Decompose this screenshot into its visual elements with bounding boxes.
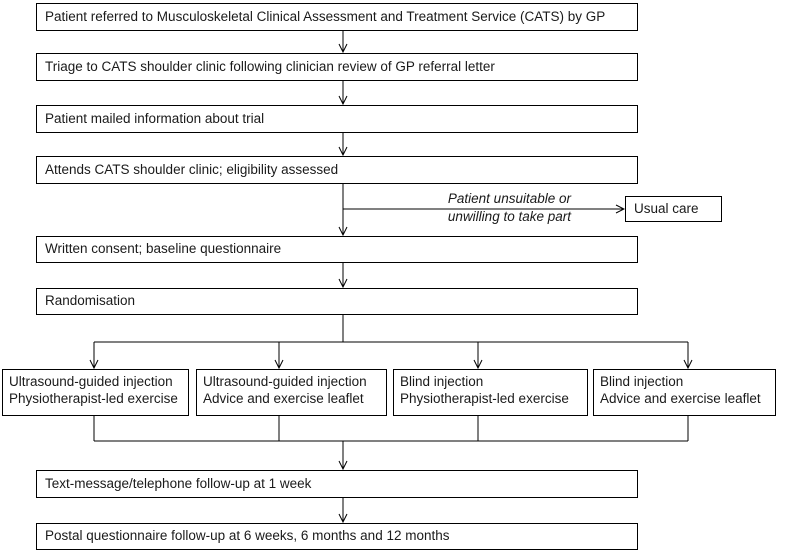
- arm-2-line1: Ultrasound-guided injection: [203, 374, 367, 389]
- step-referral-text: Patient referred to Musculoskeletal Clin…: [45, 8, 606, 24]
- step-eligibility: Attends CATS shoulder clinic; eligibilit…: [36, 156, 638, 184]
- arm-box-1: Ultrasound-guided injection Physiotherap…: [2, 369, 189, 416]
- exclusion-note: Patient unsuitable or unwilling to take …: [405, 190, 571, 226]
- usual-care-text: Usual care: [634, 200, 699, 216]
- followup-postal-text: Postal questionnaire follow-up at 6 week…: [45, 528, 450, 544]
- arm-1-line1: Ultrasound-guided injection: [9, 374, 173, 389]
- step-eligibility-text: Attends CATS shoulder clinic; eligibilit…: [45, 161, 339, 177]
- step-mailed-information: Patient mailed information about trial: [36, 105, 638, 133]
- arm-1-line2: Physiotherapist-led exercise: [9, 390, 178, 406]
- arm-4-line1: Blind injection: [600, 374, 684, 389]
- followup-postal: Postal questionnaire follow-up at 6 week…: [36, 523, 638, 550]
- step-triage-text: Triage to CATS shoulder clinic following…: [45, 58, 495, 74]
- step-triage: Triage to CATS shoulder clinic following…: [36, 53, 638, 81]
- arm-2-line2: Advice and exercise leaflet: [203, 390, 364, 406]
- step-randomisation: Randomisation: [36, 288, 638, 315]
- step-mailed-information-text: Patient mailed information about trial: [45, 110, 265, 126]
- arm-3-line1: Blind injection: [400, 374, 484, 389]
- step-consent: Written consent; baseline questionnaire: [36, 236, 638, 263]
- followup-1-week-text: Text-message/telephone follow-up at 1 we…: [45, 475, 312, 491]
- step-referral: Patient referred to Musculoskeletal Clin…: [36, 3, 638, 31]
- arm-box-4: Blind injection Advice and exercise leaf…: [593, 369, 776, 416]
- arm-box-2: Ultrasound-guided injection Advice and e…: [196, 369, 387, 416]
- step-consent-text: Written consent; baseline questionnaire: [45, 241, 282, 257]
- exclusion-note-line1: Patient unsuitable or: [447, 191, 571, 206]
- usual-care-box: Usual care: [625, 196, 722, 222]
- arm-3-line2: Physiotherapist-led exercise: [400, 390, 569, 406]
- step-randomisation-text: Randomisation: [45, 293, 136, 309]
- exclusion-note-line2: unwilling to take part: [447, 209, 571, 224]
- arm-4-line2: Advice and exercise leaflet: [600, 390, 761, 406]
- followup-1-week: Text-message/telephone follow-up at 1 we…: [36, 470, 638, 498]
- arm-box-3: Blind injection Physiotherapist-led exer…: [393, 369, 588, 416]
